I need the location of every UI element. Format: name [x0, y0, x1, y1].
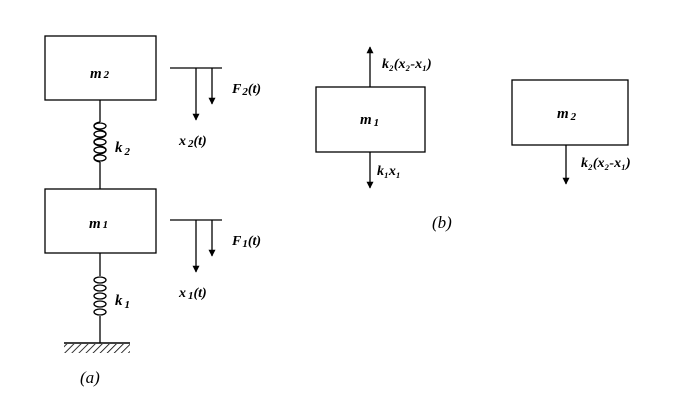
caption-a: (a): [80, 368, 100, 387]
m1-force-displacement-arrows: [170, 219, 222, 273]
ground-support: [64, 342, 130, 353]
fbd-m1-down-force-label: k₁x₁: [377, 164, 401, 179]
mass-m2-box: [44, 35, 157, 101]
m2-force-displacement-arrows: [170, 67, 222, 121]
spring-k1: [93, 253, 107, 343]
force-f1-label: F1(t): [231, 234, 261, 250]
mass-m1-box: [44, 188, 157, 254]
fbd-m1-up-force-label: k₂(x₂-x₁): [382, 57, 432, 72]
force-f2-label: F2(t): [231, 82, 261, 98]
fbd-m2-down-force-label: k₂(x₂-x₁): [581, 156, 631, 171]
spring-k2: [93, 100, 107, 189]
caption-b: (b): [432, 213, 452, 232]
fbd-m1-box: [315, 86, 426, 153]
fbd-m2-box: [511, 79, 629, 146]
